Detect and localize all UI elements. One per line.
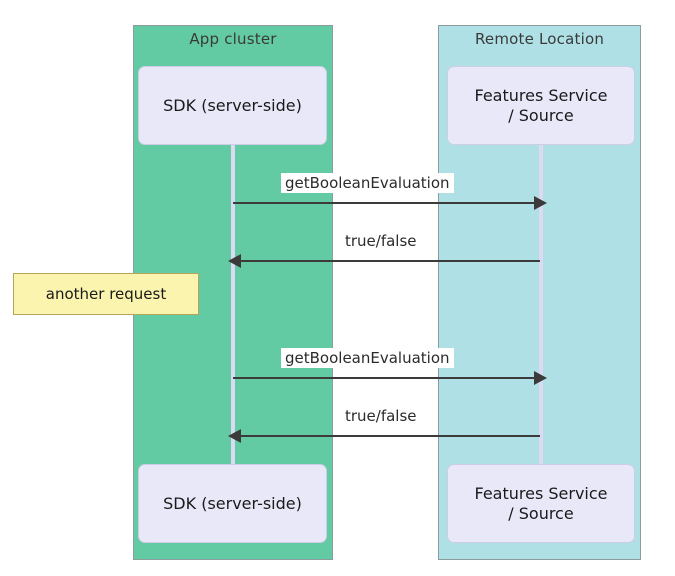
participant-sdk-bottom[interactable]: SDK (server-side) [138,464,327,543]
message-2-arrowhead-icon [228,254,241,268]
participant-features-service-top-line2: / Source [508,105,574,125]
message-1-line [233,202,538,204]
message-1-arrowhead-icon [534,196,547,210]
group-remote-location-label: Remote Location [474,30,605,48]
participant-features-service-bottom-label: Features Service / Source [474,484,607,524]
participant-sdk-top[interactable]: SDK (server-side) [138,66,327,145]
participant-features-service-bottom-line2: / Source [508,503,574,523]
group-app-cluster-label: App cluster [189,30,277,48]
participant-features-service-top-label: Features Service / Source [474,86,607,126]
message-1-label: getBooleanEvaluation [281,173,454,193]
message-2-line [233,260,540,262]
group-gutter [334,0,438,576]
lifeline-sdk [231,145,235,475]
lifeline-features-service [539,145,543,475]
message-4-line [233,435,540,437]
note-another-request[interactable]: another request [13,273,199,315]
participant-features-service-bottom[interactable]: Features Service / Source [447,464,635,543]
participant-features-service-top[interactable]: Features Service / Source [447,66,635,145]
message-3-label: getBooleanEvaluation [281,348,454,368]
participant-sdk-bottom-label: SDK (server-side) [163,493,302,513]
note-another-request-label: another request [45,285,167,303]
message-4-arrowhead-icon [228,429,241,443]
participant-sdk-top-label: SDK (server-side) [163,95,302,115]
message-4-label: true/false [341,406,421,426]
message-3-line [233,377,538,379]
message-3-arrowhead-icon [534,371,547,385]
participant-features-service-top-line1: Features Service [474,85,608,105]
message-2-label: true/false [341,231,421,251]
participant-features-service-bottom-line1: Features Service [474,483,608,503]
